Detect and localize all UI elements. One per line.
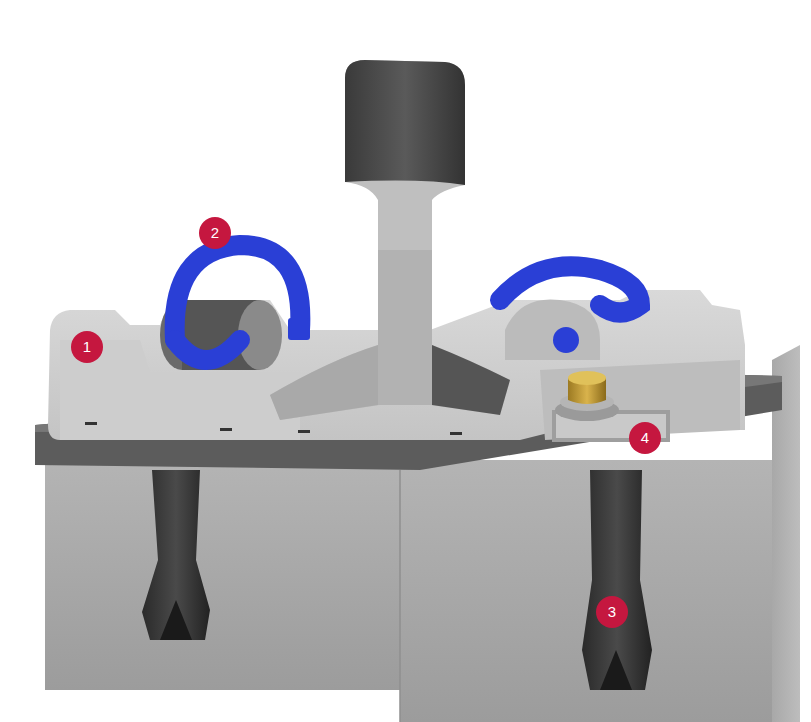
insulator-roller bbox=[160, 299, 600, 370]
anchor-bolts bbox=[142, 470, 652, 690]
callout-number: 4 bbox=[629, 422, 661, 454]
callout-number: 1 bbox=[71, 331, 103, 363]
callout-number: 2 bbox=[199, 217, 231, 249]
bolt bbox=[555, 371, 619, 421]
rail bbox=[270, 60, 510, 420]
elastic-clips bbox=[175, 245, 640, 360]
clip-end bbox=[553, 327, 579, 353]
callout-number: 3 bbox=[596, 596, 628, 628]
